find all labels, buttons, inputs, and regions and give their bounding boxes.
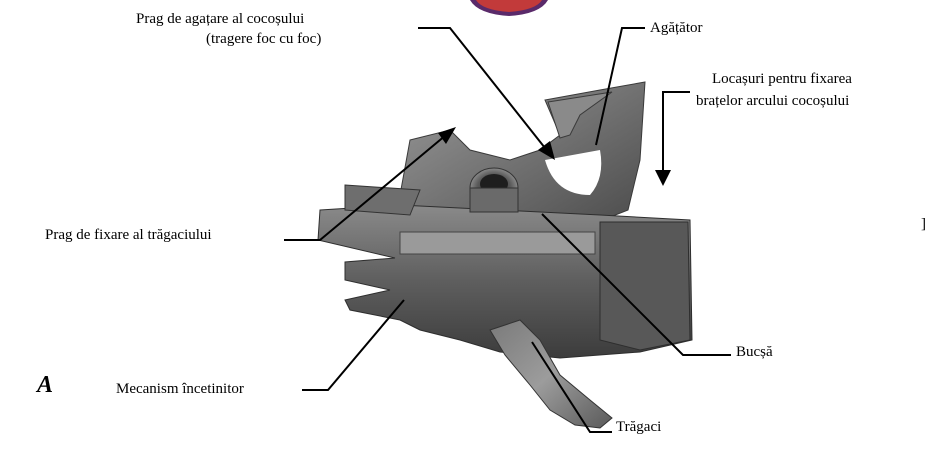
edge-bracket-mark: ]	[921, 216, 926, 233]
leader-prag-agatare	[418, 28, 545, 148]
label-prag-agatare: Prag de agațare al cocoșului	[136, 10, 304, 28]
label-bucsa: Bucșă	[736, 343, 773, 361]
label-locasuri-sub: brațelor arcului cocoșului	[696, 92, 849, 110]
label-locasuri: Locașuri pentru fixarea	[712, 70, 852, 88]
leader-locasuri	[663, 92, 690, 172]
label-tragaci: Trăgaci	[616, 418, 661, 436]
label-prag-fixare: Prag de fixare al trăgaciului	[45, 226, 212, 244]
figure-letter: A	[37, 372, 53, 399]
arrowhead-locasuri	[655, 170, 671, 186]
label-mecanism: Mecanism încetinitor	[116, 380, 244, 398]
label-prag-agatare-sub: (tragere foc cu foc)	[206, 30, 321, 48]
label-agatator: Agățător	[650, 19, 702, 37]
